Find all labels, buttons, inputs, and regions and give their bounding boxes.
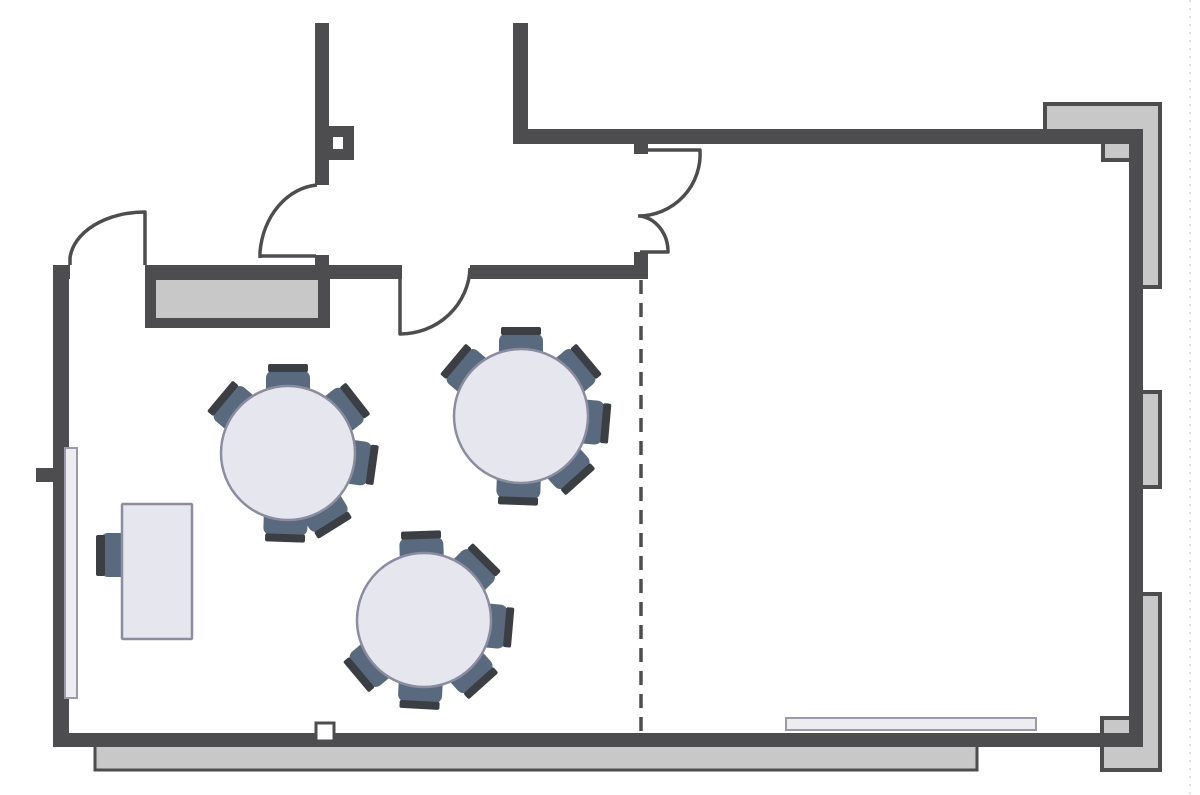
- round-tables: [206, 327, 612, 710]
- wall-top-left-segment: [53, 265, 70, 279]
- wall-left-stub: [36, 468, 56, 482]
- wall-top-right: [513, 129, 1143, 144]
- wall-bottom-pier: [314, 721, 336, 743]
- chair-back: [207, 381, 238, 416]
- round-table-top[interactable]: [219, 384, 357, 522]
- chair-back: [264, 533, 306, 543]
- door-swing-double-upper: [637, 148, 702, 218]
- door-swing-meeting-room: [398, 267, 472, 336]
- door-jamb-lower: [634, 252, 648, 279]
- chair-back: [343, 657, 374, 692]
- door-swing-corridor: [258, 183, 318, 258]
- whiteboard-bottom-wall: [785, 717, 1037, 731]
- chair-back: [340, 383, 370, 419]
- chair-back: [571, 344, 602, 379]
- chair-back: [467, 543, 501, 577]
- door-swing-double-lower: [639, 214, 670, 254]
- round-table-2[interactable]: [439, 327, 612, 506]
- wall-corridor-notch-hole: [333, 137, 343, 149]
- chair-back: [501, 327, 541, 335]
- round-table-top[interactable]: [355, 551, 493, 689]
- chair-back: [503, 607, 515, 648]
- cabinet-frame: [145, 265, 330, 328]
- presenter-desk[interactable]: [120, 502, 194, 641]
- chair-back: [600, 403, 612, 444]
- wall-top-middle-right: [470, 265, 648, 279]
- wall-bottom: [53, 733, 1143, 747]
- chair-back: [314, 511, 352, 539]
- chair-back: [497, 496, 539, 506]
- chair-back: [464, 667, 498, 699]
- whiteboard-left-wall: [64, 447, 78, 699]
- chair-back: [268, 364, 308, 372]
- round-table-top[interactable]: [452, 347, 590, 485]
- door-swing-left-entry: [68, 210, 147, 265]
- presenter-desk-group[interactable]: [96, 502, 194, 641]
- wall-corridor-left: [315, 23, 329, 185]
- desk-chair-back: [96, 535, 105, 576]
- chair-back: [400, 530, 442, 540]
- chair-back: [365, 444, 379, 485]
- chair-back: [561, 463, 595, 495]
- door-jamb-upper: [634, 140, 648, 154]
- round-table-1[interactable]: [206, 364, 380, 543]
- storage-cabinet: [152, 276, 322, 322]
- chair-back: [440, 344, 471, 379]
- chair-back: [399, 699, 440, 710]
- doors: [68, 148, 702, 336]
- round-table-3[interactable]: [342, 530, 515, 710]
- wall-right: [1129, 130, 1143, 747]
- wall-corridor-right: [513, 23, 528, 144]
